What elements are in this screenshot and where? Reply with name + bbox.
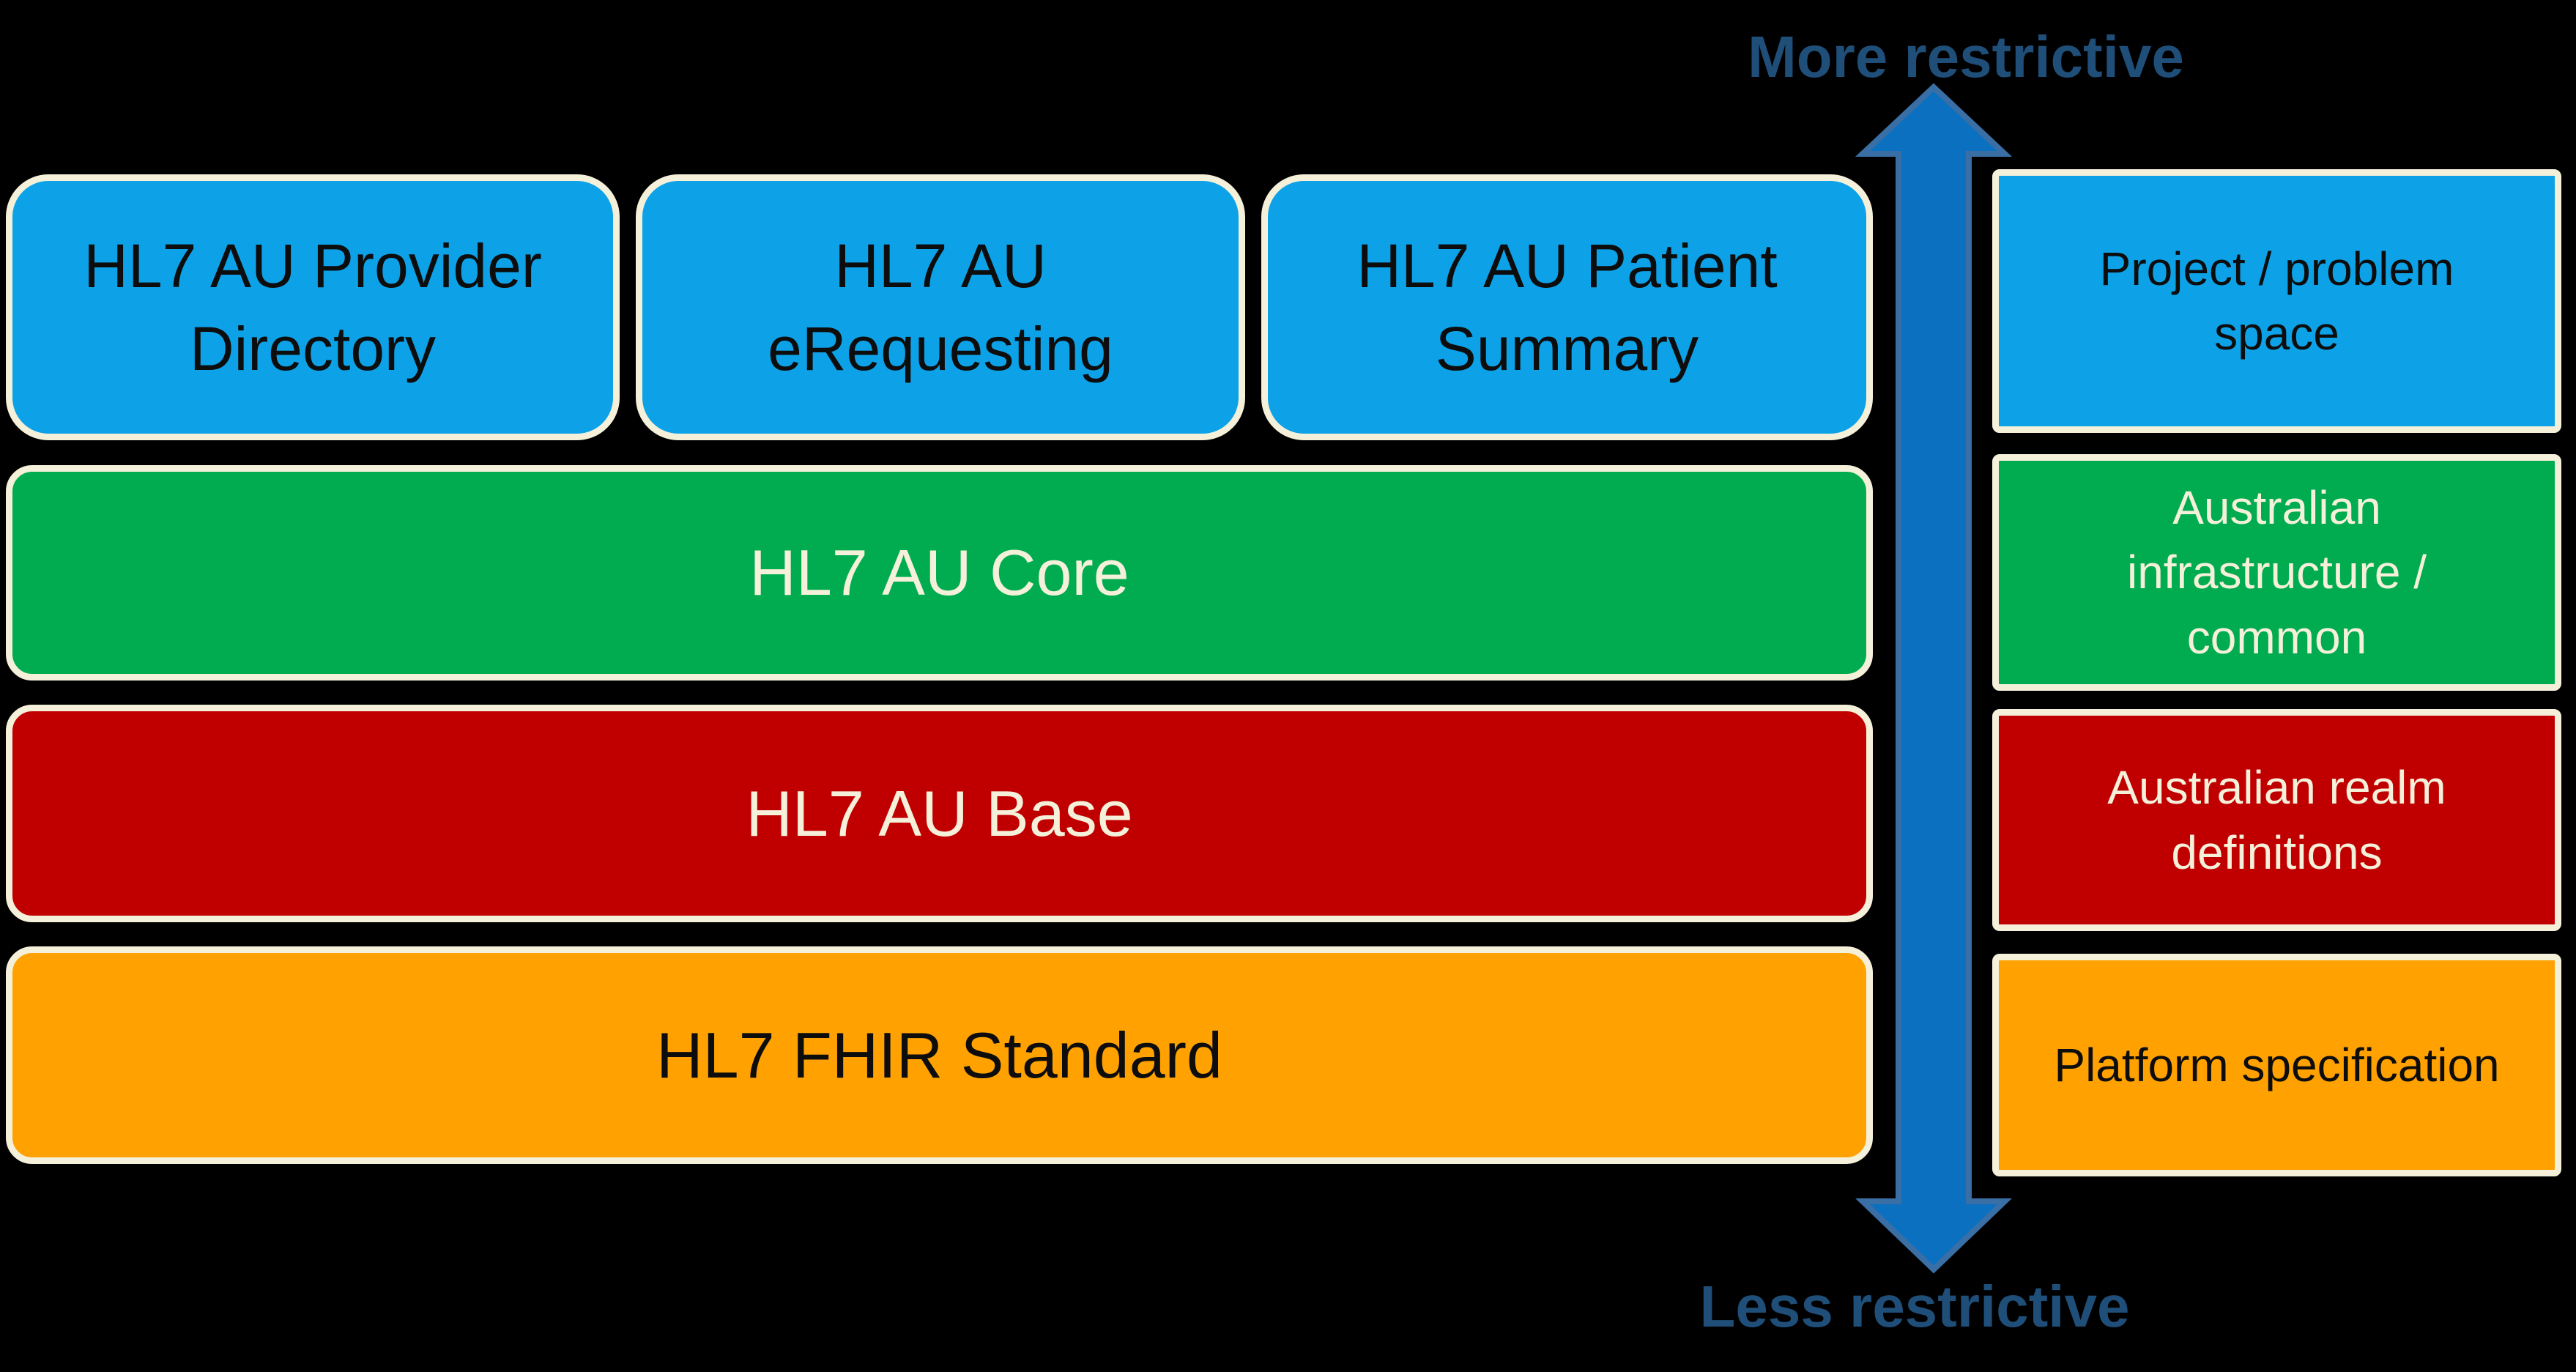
layer-box-au-base: HL7 AU Base bbox=[6, 705, 1873, 922]
legend-box-project-space: Project / problem space bbox=[1992, 169, 2561, 433]
legend-box-infrastructure-label: Australian infrastructure / common bbox=[2126, 481, 2427, 664]
project-box-provider-directory-label: HL7 AU Provider Directory bbox=[83, 231, 542, 383]
more-restrictive-label: More restrictive bbox=[1748, 24, 2184, 89]
project-box-patient-summary: HL7 AU Patient Summary bbox=[1261, 174, 1873, 440]
legend-box-realm-definitions: Australian realm definitions bbox=[1992, 709, 2561, 931]
layer-box-au-core: HL7 AU Core bbox=[6, 465, 1873, 681]
layer-box-fhir-standard-label: HL7 FHIR Standard bbox=[656, 1018, 1222, 1091]
double-headed-arrow-shape bbox=[1855, 83, 2013, 1274]
legend-box-realm-definitions-label: Australian realm definitions bbox=[2107, 761, 2446, 879]
project-box-erequesting: HL7 AU eRequesting bbox=[636, 174, 1245, 440]
layer-box-au-base-label: HL7 AU Base bbox=[746, 776, 1133, 850]
legend-box-platform-spec-label: Platform specification bbox=[2054, 1038, 2500, 1091]
double-headed-arrow-icon bbox=[1855, 83, 2013, 1274]
legend-box-project-space-label: Project / problem space bbox=[2099, 242, 2454, 360]
layer-box-au-core-label: HL7 AU Core bbox=[749, 536, 1129, 609]
legend-box-platform-spec: Platform specification bbox=[1992, 954, 2561, 1176]
project-box-provider-directory: HL7 AU Provider Directory bbox=[6, 174, 620, 440]
legend-box-infrastructure: Australian infrastructure / common bbox=[1992, 454, 2561, 691]
less-restrictive-label: Less restrictive bbox=[1699, 1274, 2130, 1339]
project-box-erequesting-label: HL7 AU eRequesting bbox=[768, 231, 1113, 383]
project-box-patient-summary-label: HL7 AU Patient Summary bbox=[1356, 231, 1778, 383]
layer-box-fhir-standard: HL7 FHIR Standard bbox=[6, 946, 1873, 1164]
